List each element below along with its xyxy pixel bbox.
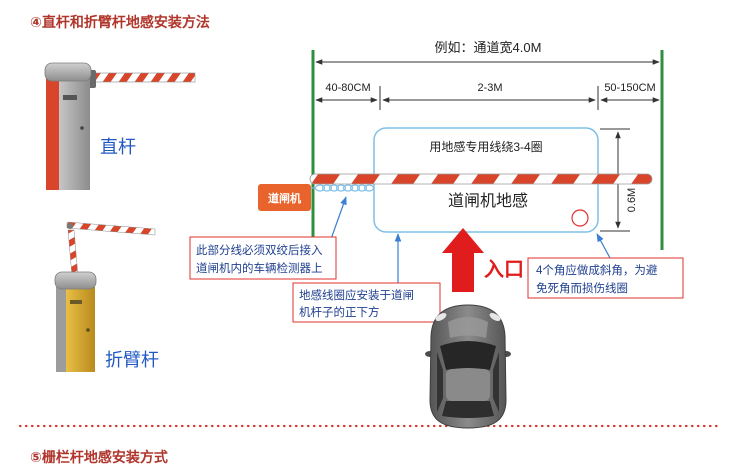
car-roof xyxy=(446,369,490,401)
car-illustration xyxy=(425,304,511,429)
folding-arm-upright xyxy=(67,229,79,277)
entrance-arrow xyxy=(442,228,484,292)
wire-twist xyxy=(328,184,340,192)
loop-position-callout-line-2: 机杆子的正下方 xyxy=(299,305,380,319)
cabinet-label-plate xyxy=(63,95,77,100)
wire-twist xyxy=(342,184,354,192)
corner-callout-line-1: 4个角应做成斜角，为避 xyxy=(536,263,658,277)
cabinet-side xyxy=(56,287,66,372)
cabinet-lock xyxy=(80,126,84,130)
loop-width-label: 0.6M xyxy=(626,188,638,212)
corner-pointer xyxy=(596,233,611,259)
right-offset-label: 50-150CM xyxy=(604,82,655,94)
folding-arm-horizontal xyxy=(66,221,156,236)
loop-label: 道闸机地感 xyxy=(448,192,528,210)
corner-callout xyxy=(527,257,684,299)
wire-twist xyxy=(356,184,368,192)
corner-callout-line-2: 免死角而损伤线圈 xyxy=(536,281,628,295)
straight-barrier-label: 直杆 xyxy=(100,137,136,157)
section-title: ④直杆和折臂杆地感安装方法 xyxy=(30,14,210,30)
boom-arm xyxy=(93,72,196,83)
wire-twist xyxy=(321,184,333,192)
car-headlight-right xyxy=(489,313,501,321)
folding-barrier-label: 折臂杆 xyxy=(105,350,159,370)
car-side-window-left xyxy=(437,352,443,412)
twisted-wire-callout-line-2: 道闸机内的车辆检测器上 xyxy=(196,261,323,275)
next-section-title: ⑤栅栏杆地感安装方式 xyxy=(30,449,168,465)
cabinet-top-cap xyxy=(44,62,92,82)
wire-twist xyxy=(335,184,347,192)
car-side-window-right xyxy=(493,352,499,412)
straight-barrier-illustration xyxy=(44,62,196,190)
folding-barrier-illustration xyxy=(54,221,156,372)
car-headlight-left xyxy=(435,313,447,321)
wire-twist xyxy=(349,184,361,192)
cabinet-lock xyxy=(86,328,90,332)
boom-arm-top-view xyxy=(309,173,653,185)
twisted-wire-pointer xyxy=(330,196,347,240)
wire-twist xyxy=(363,184,375,192)
car-rear-window xyxy=(442,401,494,418)
chamfered-corner-marker xyxy=(571,209,589,227)
loop-position-callout xyxy=(292,282,441,323)
car-windshield xyxy=(440,341,496,370)
loop-winding-note: 用地感专用线绕3-4圈 xyxy=(429,139,542,154)
twisted-wire-callout-line-1: 此部分线必须双绞后接入 xyxy=(196,243,323,257)
loop-length-label: 2-3M xyxy=(477,82,502,94)
left-offset-label: 40-80CM xyxy=(325,82,370,94)
entrance-label: 入口 xyxy=(484,258,524,281)
twisted-wire-callout xyxy=(189,236,337,280)
cabinet-top-cap xyxy=(54,271,97,290)
car-hood-highlight xyxy=(448,317,488,338)
cabinet-front xyxy=(66,287,95,372)
twisted-lead-wire xyxy=(311,184,375,192)
loop-position-callout-line-1: 地感线圈应安装于道闸 xyxy=(299,288,414,302)
lane-width-label: 例如：通道宽4.0M xyxy=(435,40,542,55)
cabinet-side xyxy=(46,78,59,190)
cabinet-front xyxy=(59,78,90,190)
folding-arm-hinge xyxy=(67,223,73,229)
gate-unit-box xyxy=(258,184,311,211)
gate-unit-label: 道闸机 xyxy=(268,191,301,205)
cabinet-label-plate xyxy=(70,300,82,304)
